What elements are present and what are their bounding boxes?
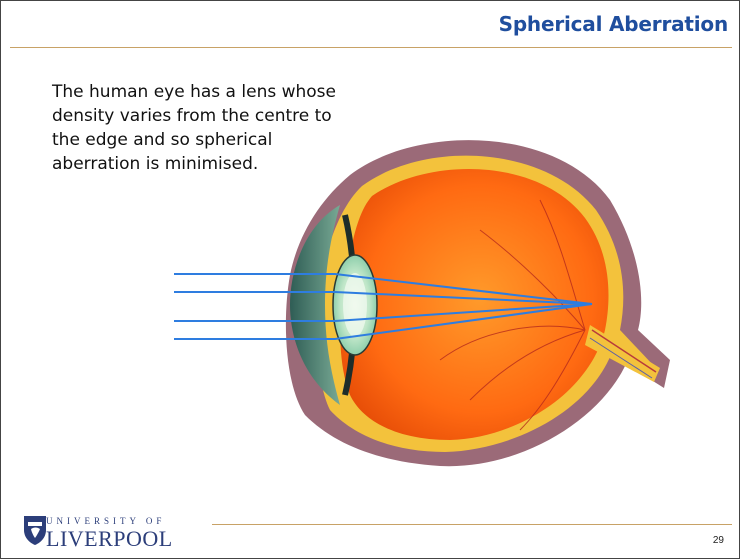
university-crest-icon [22,514,48,546]
page-number: 29 [713,535,724,546]
footer-divider [212,524,732,525]
logo-top-text: UNIVERSITY OF [46,516,165,526]
logo-main-text: LIVERPOOL [46,526,173,552]
